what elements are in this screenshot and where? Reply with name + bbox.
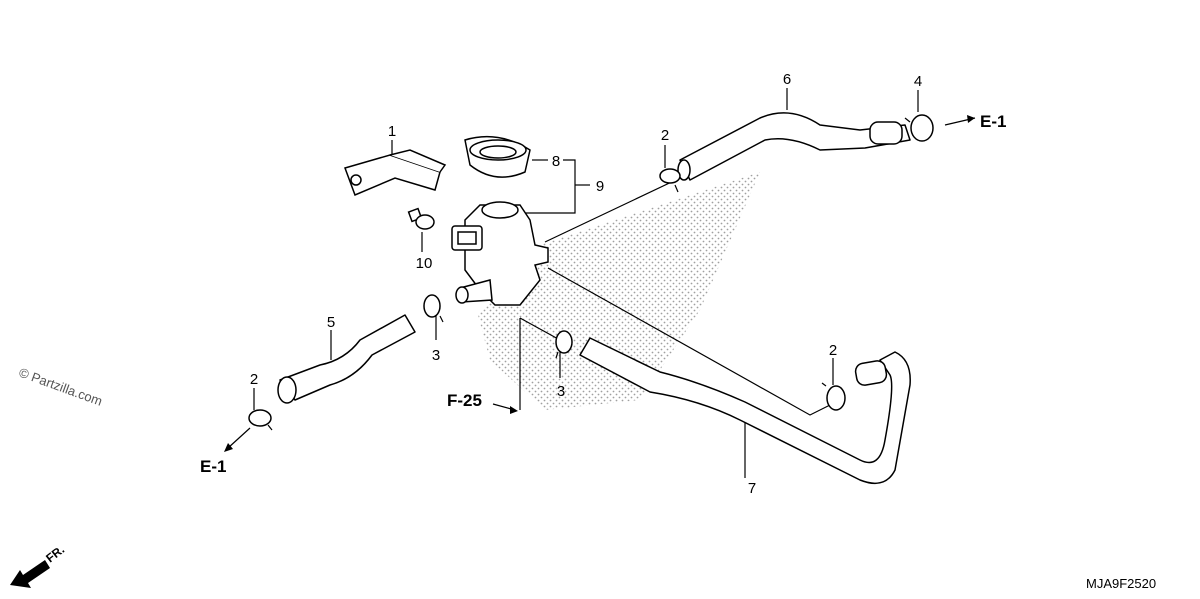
callout-5: 5 — [327, 314, 335, 331]
clip-3-lower-part[interactable] — [555, 330, 573, 359]
callout-2-top: 2 — [661, 127, 669, 144]
clip-2-left-part[interactable] — [248, 409, 273, 431]
callout-10: 10 — [416, 255, 433, 272]
callout-2-left: 2 — [250, 371, 258, 388]
clip-4-part[interactable] — [904, 114, 934, 142]
hose-5-part[interactable] — [277, 314, 416, 404]
leader-lines — [253, 88, 919, 478]
callout-1: 1 — [388, 123, 396, 140]
bolt-part[interactable] — [407, 207, 435, 230]
hose-7-part[interactable] — [579, 337, 911, 485]
bracket-part[interactable] — [344, 149, 447, 196]
callout-7: 7 — [748, 480, 756, 497]
front-label: FR. — [43, 542, 67, 565]
ref-arrow-right — [944, 115, 976, 126]
callout-2-right: 2 — [829, 342, 837, 359]
front-arrow-icon — [10, 560, 50, 588]
ref-arrow-left — [224, 427, 251, 452]
diagram-code: MJA9F2520 — [1086, 576, 1156, 591]
ref-e1-left: E-1 — [200, 457, 226, 476]
valve-assembly-part[interactable] — [451, 201, 549, 306]
callout-8: 8 — [552, 153, 560, 170]
callout-6: 6 — [783, 71, 791, 88]
ref-e1-right: E-1 — [980, 112, 1006, 131]
callout-3-lower: 3 — [557, 383, 565, 400]
hose-6-part[interactable] — [677, 112, 911, 181]
watermark: © Partzilla.com — [17, 365, 104, 409]
clip-2-top-part[interactable] — [659, 168, 681, 193]
callout-9: 9 — [596, 178, 604, 195]
callout-4: 4 — [914, 73, 922, 90]
ref-f25: F-25 — [447, 391, 482, 410]
clip-3-upper-part[interactable] — [423, 294, 444, 323]
clip-2-right-part[interactable] — [821, 382, 846, 411]
ref-arrow-f25 — [492, 403, 518, 414]
shading-area — [478, 172, 760, 410]
callout-3-upper: 3 — [432, 347, 440, 364]
rubber-mount-part[interactable] — [464, 135, 531, 178]
